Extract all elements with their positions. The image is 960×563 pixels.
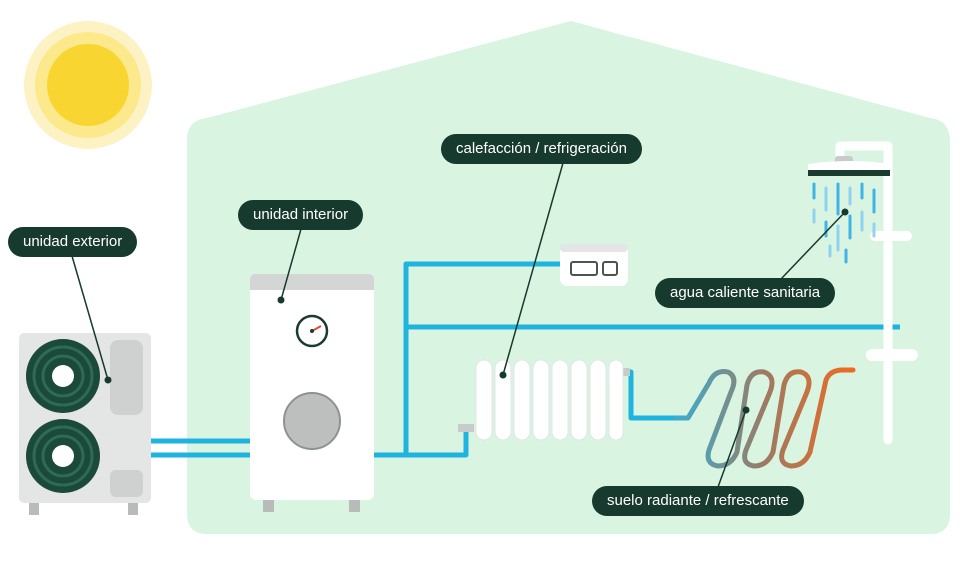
shower-icon <box>808 141 918 445</box>
fan-icon <box>26 339 100 413</box>
fan-icon <box>26 419 100 493</box>
outdoor-unit <box>19 333 151 515</box>
label-heating-cooling: calefacción / refrigeración <box>441 134 642 164</box>
leader-dots <box>104 208 849 414</box>
label-underfloor: suelo radiante / refrescante <box>592 486 804 516</box>
outdoor-pipes <box>150 438 252 458</box>
radiator-icon <box>458 359 630 441</box>
water-drops <box>812 182 876 264</box>
leader-lines <box>71 162 846 488</box>
underfloor-coil <box>673 367 856 469</box>
indoor-unit <box>250 274 374 512</box>
pressure-gauge-icon <box>295 314 329 348</box>
tank-dial-icon <box>283 392 341 450</box>
thermostat-icon <box>560 244 628 286</box>
sun-icon <box>24 21 152 149</box>
label-indoor-unit: unidad interior <box>238 200 364 230</box>
label-hot-water: agua caliente sanitaria <box>655 278 836 308</box>
label-outdoor-unit: unidad exterior <box>8 227 138 257</box>
